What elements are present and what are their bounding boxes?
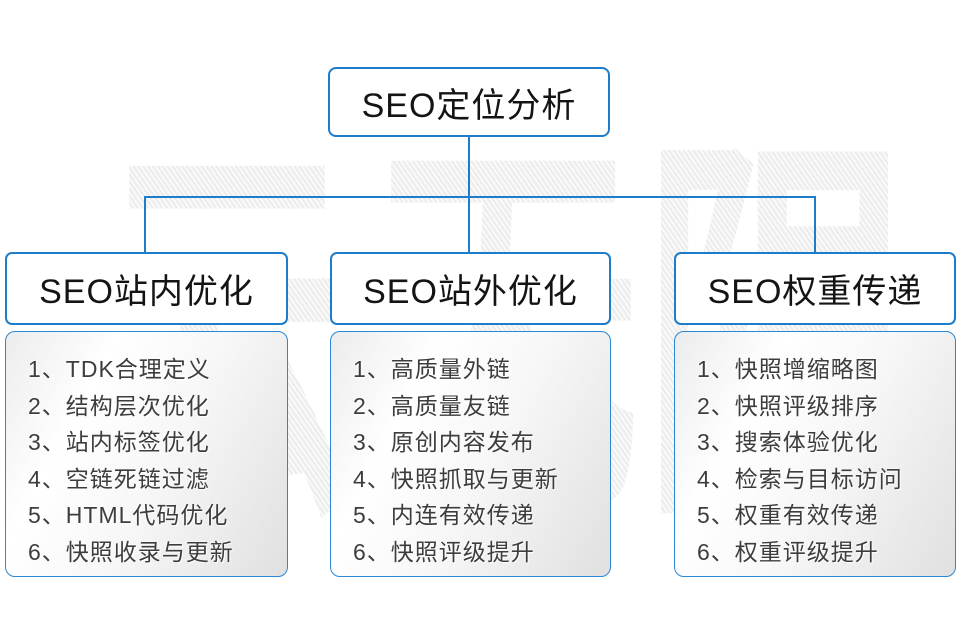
list-item: 1、TDK合理定义 <box>28 356 211 382</box>
list-item: 4、快照抓取与更新 <box>353 465 559 492</box>
connector-drop-right <box>814 196 816 253</box>
list-item: 4、空链死链过滤 <box>28 465 210 492</box>
list-item: 1、高质量外链 <box>353 356 511 382</box>
connector-drop-left <box>144 196 146 253</box>
branch-header-offsite: SEO站外优化 <box>330 252 611 325</box>
list-item: 2、高质量友链 <box>353 392 511 419</box>
list-item: 3、原创内容发布 <box>353 429 535 455</box>
connector-drop-middle <box>468 196 470 253</box>
connector-horizontal <box>144 196 816 198</box>
branch-title: SEO站内优化 <box>39 273 254 311</box>
list-item: 5、权重有效传递 <box>697 502 879 528</box>
list-item: 3、搜索体验优化 <box>697 429 879 455</box>
root-node-seo-positioning: SEO定位分析 <box>328 67 610 137</box>
list-item: 6、快照收录与更新 <box>28 538 234 565</box>
list-item: 6、权重评级提升 <box>697 538 879 565</box>
list-item: 5、内连有效传递 <box>353 502 535 528</box>
list-item: 6、快照评级提升 <box>353 538 535 565</box>
branch-list-offsite: 1、高质量外链 2、高质量友链 3、原创内容发布 4、快照抓取与更新 5、内连有… <box>330 331 611 577</box>
list-item: 4、检索与目标访问 <box>697 465 903 492</box>
branch-list-onsite: 1、TDK合理定义 2、结构层次优化 3、站内标签优化 4、空链死链过滤 5、H… <box>5 331 288 577</box>
list-item: 2、结构层次优化 <box>28 392 210 419</box>
branch-header-onsite: SEO站内优化 <box>5 252 288 325</box>
list-item: 3、站内标签优化 <box>28 429 210 455</box>
root-node-label: SEO定位分析 <box>361 86 577 125</box>
branch-header-weight-transfer: SEO权重传递 <box>674 252 956 325</box>
branch-title: SEO站外优化 <box>363 273 578 311</box>
branch-list-weight-transfer: 1、快照增缩略图 2、快照评级排序 3、搜索体验优化 4、检索与目标访问 5、权… <box>674 331 956 577</box>
list-item: 5、HTML代码优化 <box>28 502 229 528</box>
list-item: 2、快照评级排序 <box>697 392 879 419</box>
branch-title: SEO权重传递 <box>707 273 923 311</box>
list-item: 1、快照增缩略图 <box>697 356 879 382</box>
connector-root-down <box>468 137 470 197</box>
